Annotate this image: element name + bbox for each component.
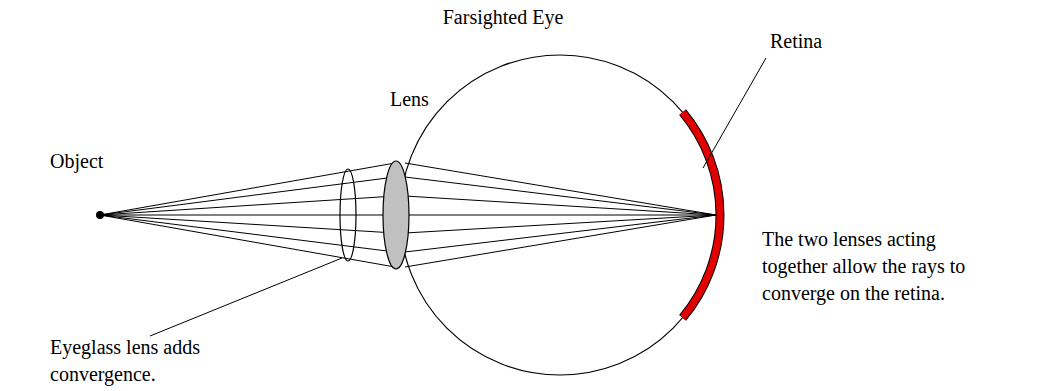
object-label: Object (50, 148, 103, 175)
explanation-note: The two lenses acting together allow the… (762, 226, 990, 307)
object-point (96, 211, 104, 219)
eyeglass-label: Eyeglass lens adds convergence. (50, 334, 255, 388)
retina-leader (703, 58, 766, 168)
eyeball-outline (400, 55, 720, 375)
eyeglass-leader (150, 258, 342, 336)
lens-label: Lens (390, 86, 429, 113)
retina-label: Retina (770, 28, 822, 55)
eyeglass-lens (340, 169, 356, 261)
diagram-title: Farsighted Eye (0, 4, 1006, 31)
eye-lens (383, 161, 409, 269)
